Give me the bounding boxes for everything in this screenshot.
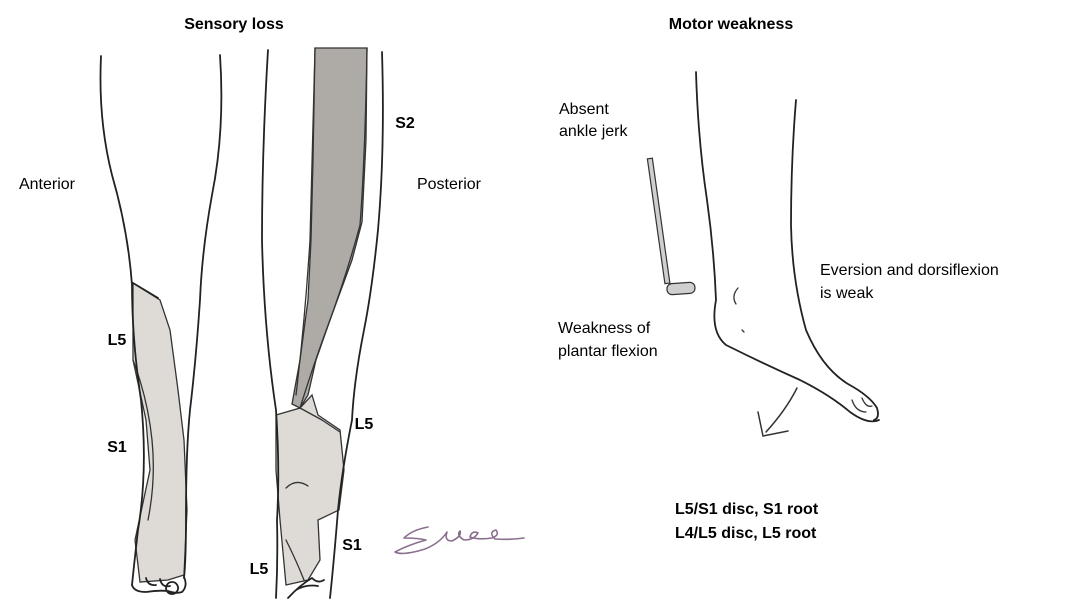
anterior-l5-s1-shaded-region: [133, 283, 187, 582]
signature-mark: [395, 527, 524, 553]
sensory-loss-title: Sensory loss: [184, 16, 284, 33]
anterior-segment-s1: S1: [107, 439, 127, 456]
footer-line-2: L4/L5 disc, L5 root: [675, 525, 817, 542]
anterior-segment-l5: L5: [108, 332, 127, 349]
posterior-label: Posterior: [417, 176, 482, 193]
ankle-jerk-label-line1: Absent: [559, 101, 609, 118]
eversion-label-line1: Eversion and dorsiflexion: [820, 262, 999, 279]
eversion-label-line2: is weak: [820, 285, 874, 302]
weakness-label-line2: plantar flexion: [558, 343, 658, 360]
foot-side-view: [696, 72, 879, 421]
posterior-leg: [262, 48, 383, 598]
foot-dot: [742, 330, 744, 332]
anterior-label: Anterior: [19, 176, 76, 193]
posterior-leg-outer-outline: [262, 50, 278, 598]
ankle-jerk-label-line2: ankle jerk: [559, 123, 628, 140]
weakness-label-line1: Weakness of: [558, 320, 651, 337]
motor-weakness-title: Motor weakness: [669, 16, 794, 33]
foot-front-outline: [791, 100, 878, 420]
posterior-segment-s1: S1: [342, 537, 362, 554]
ankle-mark: [734, 288, 738, 304]
footer-line-1: L5/S1 disc, S1 root: [675, 501, 819, 518]
posterior-segment-l5-lateral: L5: [355, 416, 374, 433]
plantar-flexion-arrow-icon: [758, 388, 797, 436]
foot-back-outline: [696, 72, 879, 421]
posterior-s2-shaded-region: [292, 48, 367, 408]
anterior-leg: [100, 55, 221, 594]
posterior-segment-l5-medial: L5: [250, 561, 269, 578]
foot-toes: [852, 398, 872, 412]
reflex-hammer-icon: [647, 158, 695, 295]
anterior-leg-inner-outline: [184, 55, 221, 578]
posterior-segment-s2: S2: [395, 115, 415, 132]
